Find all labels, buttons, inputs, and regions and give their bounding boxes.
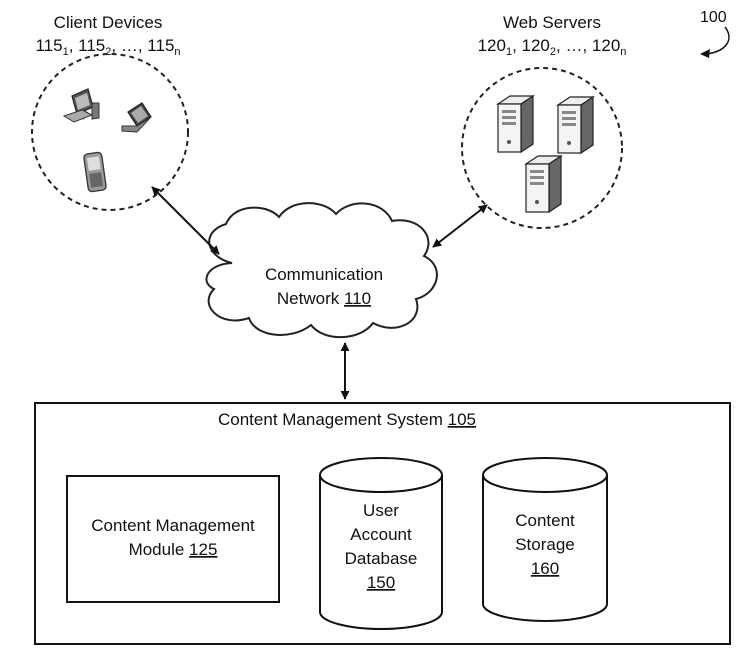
network-cloud	[205, 202, 438, 339]
server-icon	[556, 95, 595, 155]
client-ref-ellipsis: , …,	[111, 36, 147, 55]
storage-label-line2: Storage	[515, 535, 575, 554]
server-ref-sep: ,	[512, 36, 521, 55]
network-ref: 110	[344, 289, 371, 308]
content-management-module-box	[66, 475, 280, 603]
cms-title-text: Content Management System	[218, 410, 448, 429]
web-servers-group-circle	[461, 67, 623, 229]
module-label-line1: Content Management	[91, 516, 255, 535]
server-ref-ellipsis: , …,	[556, 36, 592, 55]
cms-box	[34, 402, 731, 645]
client-ref-1: 115	[35, 36, 62, 55]
user-db-label-line1: User	[363, 501, 399, 520]
user-db-label-line2: Account	[350, 525, 412, 544]
client-ref-n-sub: n	[174, 46, 180, 58]
module-label-text: Module	[129, 540, 189, 559]
module-ref: 125	[189, 540, 217, 559]
client-ref-n: 115	[147, 36, 174, 55]
server-ref-n-sub: n	[620, 46, 626, 58]
network-label-line2: Network 110	[277, 289, 371, 308]
user-db-ref: 150	[367, 573, 395, 592]
figure-ref-arrowhead	[700, 49, 710, 58]
figure-ref-pointer	[705, 26, 730, 55]
client-network-arrow	[151, 186, 220, 255]
client-ref-1-sub: 1	[63, 46, 69, 58]
desktop-computer-icon	[62, 88, 100, 123]
client-ref-2-sub: 2	[105, 46, 111, 58]
network-label-text: Network	[277, 289, 344, 308]
user-db-label-line3: Database	[345, 549, 418, 568]
client-devices-refs: 1151, 1152, …, 115n	[35, 36, 180, 58]
client-ref-2: 115	[78, 36, 105, 55]
client-ref-sep: ,	[69, 36, 78, 55]
content-storage-cylinder	[482, 457, 608, 622]
mobile-device-icon	[83, 151, 107, 193]
web-servers-refs: 1201, 1202, …, 120n	[478, 36, 627, 58]
server-icon	[524, 154, 563, 214]
user-account-database-cylinder	[319, 457, 443, 630]
web-servers-title: Web Servers	[503, 13, 601, 32]
cms-title: Content Management System 105	[218, 410, 476, 429]
client-devices-group-circle	[31, 53, 189, 211]
server-ref-1-sub: 1	[506, 46, 512, 58]
server-ref-2-sub: 2	[550, 46, 556, 58]
module-label-line2: Module 125	[129, 540, 218, 559]
server-network-arrow	[432, 204, 488, 248]
network-label-line1: Communication	[265, 265, 383, 284]
storage-label-line1: Content	[515, 511, 575, 530]
server-ref-1: 120	[478, 36, 506, 55]
server-ref-2: 120	[522, 36, 550, 55]
storage-ref: 160	[531, 559, 559, 578]
figure-ref-label: 100	[700, 9, 727, 26]
server-ref-n: 120	[592, 36, 620, 55]
cms-ref: 105	[448, 410, 476, 429]
client-devices-title: Client Devices	[54, 13, 163, 32]
laptop-icon	[121, 102, 152, 133]
server-icon	[496, 94, 535, 154]
